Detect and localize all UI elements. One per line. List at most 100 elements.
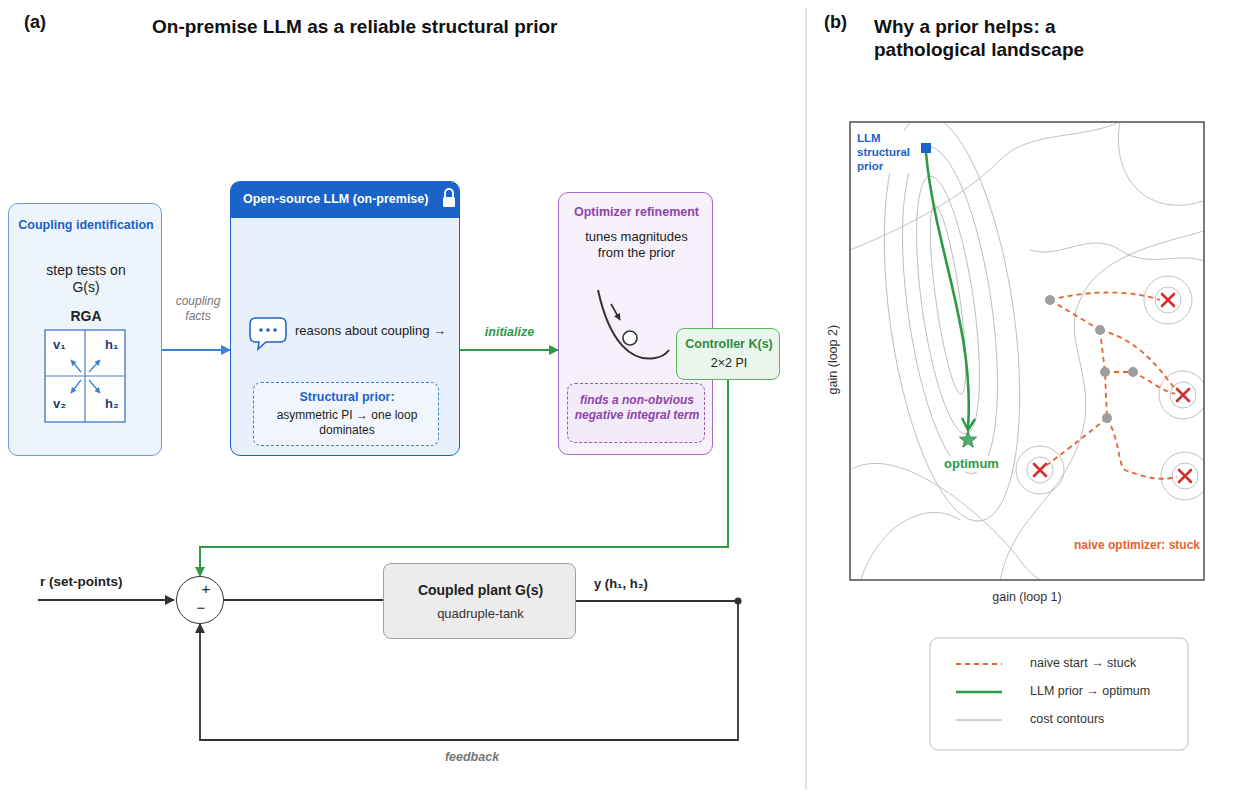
edge-label: coupling facts	[166, 294, 230, 323]
rga-coupling-arrows	[71, 360, 100, 393]
stuck-cross	[1177, 389, 1189, 401]
contour-line	[1027, 457, 1053, 483]
naive-paths	[1047, 293, 1177, 479]
stuck-cross	[1162, 294, 1174, 306]
rga-grid-line	[45, 375, 125, 376]
edge-label: feedback	[430, 750, 514, 765]
speech-bubble-icon	[250, 318, 286, 349]
box-text: asymmetric PI → one loop dominates	[260, 408, 434, 437]
contour-line	[860, 513, 960, 579]
naive-path	[1050, 300, 1100, 330]
box-title: Coupled plant G(s)	[384, 582, 577, 599]
cost-contours	[851, 123, 1203, 579]
rga-matrix	[45, 330, 125, 422]
legend-line-sample	[956, 663, 1002, 665]
rga-label: v₁	[51, 337, 68, 353]
legend-entry: LLM prior → optimum	[952, 682, 1172, 702]
optimizer-bowl-icon	[598, 290, 669, 359]
rga-label: h₁	[103, 337, 120, 353]
coupling-arrow	[71, 360, 81, 372]
coupling-arrow	[71, 380, 81, 393]
rga-label: h₂	[103, 396, 121, 412]
panel-title: Why a prior helps: a pathological landsc…	[872, 15, 1131, 61]
box-text: −	[194, 599, 208, 617]
stuck-cross	[1034, 464, 1046, 476]
process-box: Controller K(s)2×2 PI	[676, 328, 780, 380]
local-minima-marks	[1034, 294, 1191, 482]
plot-annotation: optimum	[942, 456, 1001, 472]
inner-box: finds a non-obvious negative integral te…	[567, 383, 705, 443]
summing-junction: +−	[176, 576, 224, 624]
legend-entry: naive start → stuck	[952, 654, 1172, 674]
edge-label: initialize	[470, 325, 549, 340]
box-text: step tests on G(s)	[36, 262, 136, 296]
prior-path	[926, 153, 969, 428]
box-title: Structural prior:	[254, 390, 440, 405]
process-box: Coupling identification step tests on G(s…	[8, 203, 162, 456]
stuck-cross	[1179, 470, 1191, 482]
contour-line	[1118, 123, 1203, 205]
box-text: tunes magnitudes from the prior	[574, 229, 699, 261]
legend-line-sample	[956, 691, 1002, 694]
contour-line	[1161, 452, 1203, 500]
process-box: Coupled plant G(s) quadruple-tank	[383, 563, 576, 639]
legend-swatch	[952, 710, 1008, 730]
rolling-ball	[623, 331, 637, 345]
connector-arrow	[224, 599, 383, 601]
start-dot	[1102, 413, 1112, 423]
legend-text: naive start → stuck	[1030, 656, 1136, 671]
lock-body	[443, 197, 455, 207]
legend-entry: cost contours	[952, 710, 1172, 730]
contour-line	[1000, 230, 1203, 579]
signal-label: y (h₁, h₂)	[592, 576, 650, 592]
process-box: Optimizer refinement tunes magnitudes fro…	[558, 192, 713, 455]
box-title: +	[199, 580, 213, 598]
legend-swatch	[952, 654, 1008, 674]
box-title: finds a non-obvious negative integral te…	[572, 393, 702, 422]
signal-label: r (set-points)	[38, 574, 125, 590]
bubble-dot	[259, 328, 263, 332]
box-title: Coupling identification	[9, 218, 163, 233]
input-signal-line	[38, 599, 174, 601]
naive-start-dots	[1045, 295, 1138, 423]
lock-shackle	[445, 189, 453, 197]
contour-line	[862, 123, 1042, 530]
bubble-dot	[266, 328, 270, 332]
start-dot	[1128, 367, 1138, 377]
box-text: RGA	[9, 308, 163, 325]
plot-annotation: naive optimizer: stuck	[1046, 538, 1202, 553]
rga-grid-line	[84, 330, 85, 422]
naive-path	[1047, 418, 1107, 465]
axis-label: gain (loop 2)	[826, 298, 841, 422]
box-text: quadruple-tank	[384, 606, 577, 622]
contour-line	[1016, 446, 1064, 494]
naive-path	[1105, 372, 1175, 394]
start-dot	[1100, 367, 1110, 377]
contour-line	[851, 123, 1120, 250]
descent-arrow	[611, 304, 620, 320]
cost-bowl	[598, 290, 669, 359]
naive-path	[1100, 330, 1176, 390]
prior-start-square	[921, 143, 931, 153]
box-title: Optimizer refinement	[559, 205, 714, 220]
bubble-dot	[273, 328, 277, 332]
panel-letter: (b)	[822, 12, 849, 34]
start-dot	[1045, 295, 1055, 305]
legend-text: cost contours	[1030, 712, 1104, 727]
naive-path	[1107, 418, 1177, 479]
panel-title: On-premise LLM as a reliable structural …	[150, 15, 559, 38]
speech-bubble	[250, 318, 286, 349]
box-title: Open-source LLM (on-premise)	[243, 192, 429, 207]
box-title: Controller K(s)	[677, 337, 781, 352]
legend-box	[930, 638, 1188, 750]
connector-arrow	[460, 349, 558, 351]
panel-letter: (a)	[22, 12, 48, 34]
contour-line	[1030, 243, 1203, 262]
legend-line-sample	[956, 720, 1002, 721]
lock-icon	[443, 189, 455, 207]
axis-label: gain (loop 1)	[975, 590, 1079, 605]
plot-frame	[850, 122, 1204, 580]
rga-label: v₂	[51, 396, 68, 412]
contour-line	[1172, 463, 1198, 489]
box-text: reasons about coupling →	[295, 323, 457, 339]
